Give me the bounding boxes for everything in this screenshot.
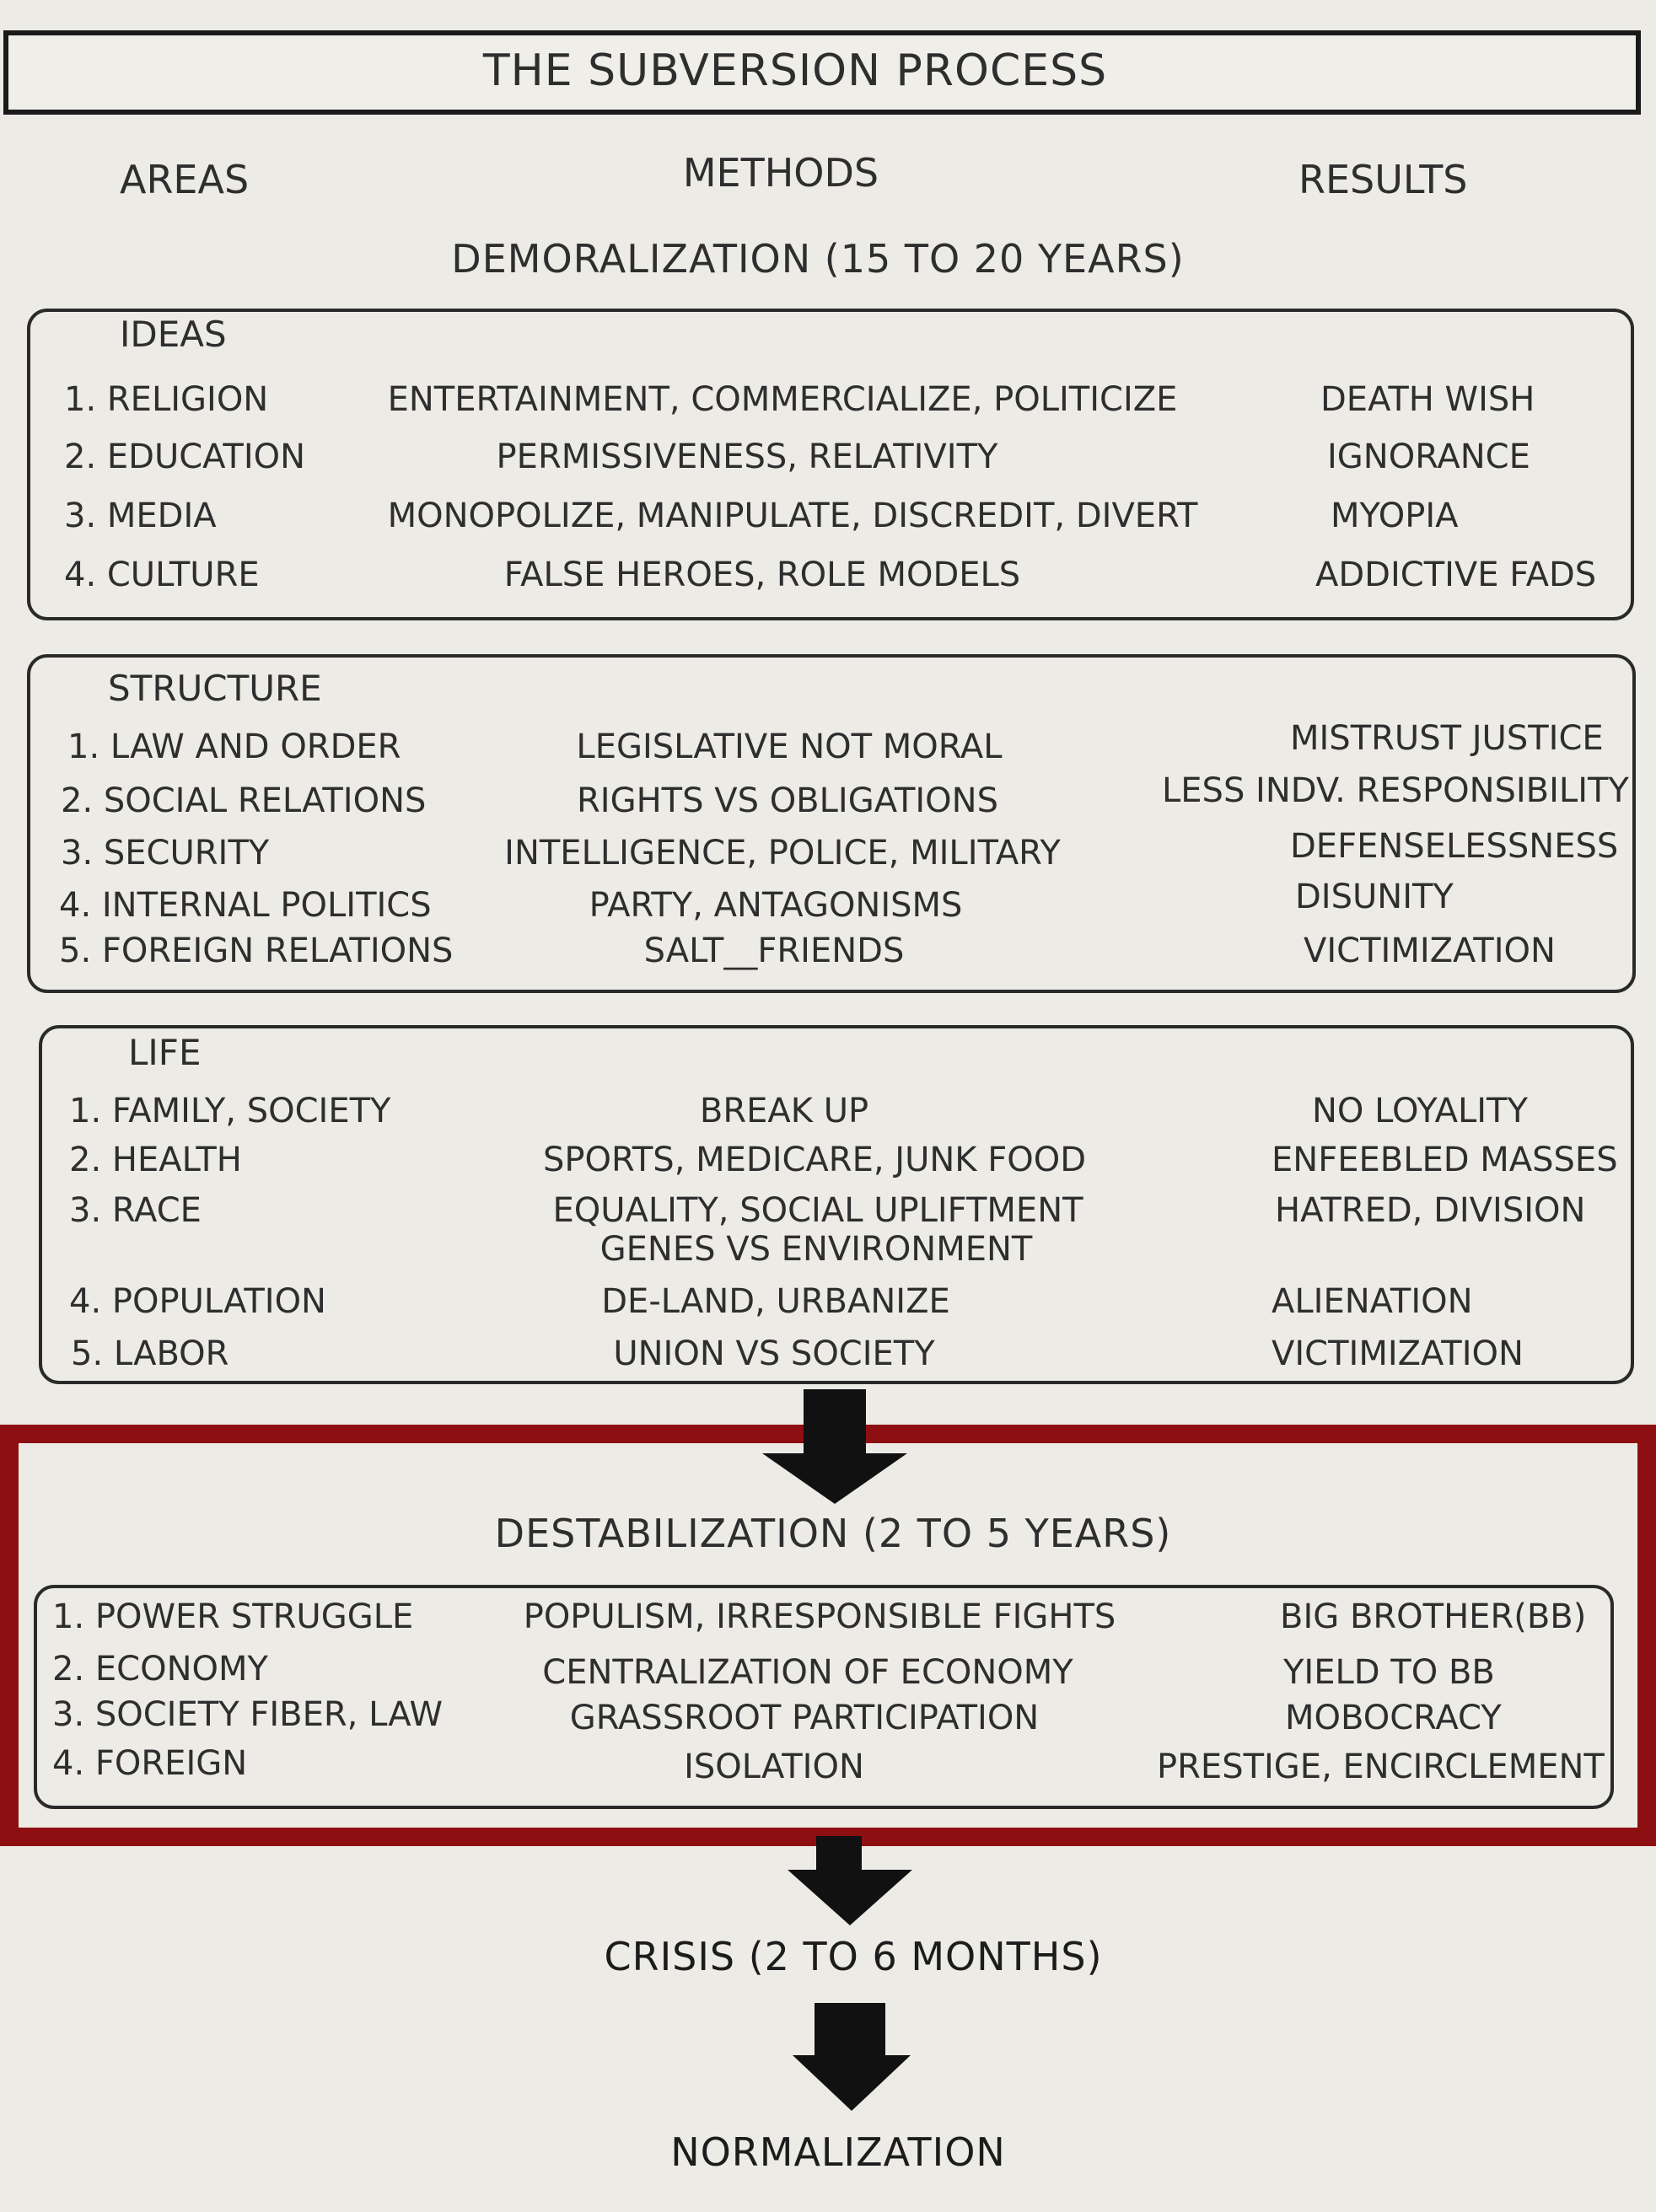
life-heading: LIFE [128,1032,202,1073]
life-result-3: HATRED, DIVISION [1275,1191,1586,1230]
structure-method-3: INTELLIGENCE, POLICE, MILITARY [504,834,1061,872]
arrow-down-icon [762,1389,907,1504]
structure-heading: STRUCTURE [108,668,322,709]
ideas-method-1: ENTERTAINMENT, COMMERCIALIZE, POLITICIZE [387,380,1178,419]
structure-result-5: VICTIMIZATION [1304,932,1556,970]
ideas-area-4: 4. CULTURE [64,556,260,594]
arrow-down-icon [793,2003,911,2111]
destab-method-4: ISOLATION [684,1748,864,1786]
structure-box [27,654,1636,993]
structure-result-2: LESS INDV. RESPONSIBILITY [1162,771,1629,810]
structure-area-2: 2. SOCIAL RELATIONS [61,781,427,820]
destab-result-2: YIELD TO BB [1283,1653,1495,1692]
life-area-1: 1. FAMILY, SOCIETY [69,1092,391,1130]
life-result-4: ALIENATION [1272,1282,1473,1321]
life-method-3-line-2: GENES VS ENVIRONMENT [599,1230,1033,1269]
structure-result-1: MISTRUST JUSTICE [1290,719,1604,758]
life-result-2: ENFEEBLED MASSES [1272,1141,1618,1179]
structure-method-5: SALT__FRIENDS [643,932,905,970]
ideas-area-3: 3. MEDIA [64,497,217,535]
ideas-box [27,309,1634,620]
ideas-method-3: MONOPOLIZE, MANIPULATE, DISCREDIT, DIVER… [387,497,1198,535]
arrow-down-icon [788,1836,912,1925]
ideas-result-2: IGNORANCE [1327,438,1530,476]
life-area-3: 3. RACE [69,1191,202,1230]
structure-area-3: 3. SECURITY [61,834,270,872]
structure-area-1: 1. LAW AND ORDER [67,727,401,766]
title-box [3,30,1641,115]
destab-method-2: CENTRALIZATION OF ECONOMY [542,1653,1073,1692]
destab-result-4: PRESTIGE, ENCIRCLEMENT [1157,1748,1605,1786]
life-result-5: VICTIMIZATION [1272,1334,1524,1373]
normalization-heading: NORMALIZATION [670,2129,1006,2175]
ideas-method-2: PERMISSIVENESS, RELATIVITY [496,438,998,476]
structure-method-1: LEGISLATIVE NOT MORAL [576,727,1003,766]
life-method-2: SPORTS, MEDICARE, JUNK FOOD [542,1141,1087,1179]
ideas-result-4: ADDICTIVE FADS [1315,556,1597,594]
life-area-5: 5. LABOR [71,1334,229,1373]
life-area-2: 2. HEALTH [69,1141,242,1179]
structure-method-4: PARTY, ANTAGONISMS [589,886,963,925]
destab-method-3: GRASSROOT PARTICIPATION [569,1699,1040,1737]
destab-method-1: POPULISM, IRRESPONSIBLE FIGHTS [523,1597,1116,1636]
destabilization-box [34,1585,1614,1809]
destab-result-1: BIG BROTHER(BB) [1280,1597,1587,1636]
structure-area-5: 5. FOREIGN RELATIONS [59,932,454,970]
life-area-4: 4. POPULATION [69,1282,326,1321]
demoralization-heading: DEMORALIZATION (15 TO 20 YEARS) [451,236,1185,282]
structure-result-3: DEFENSELESSNESS [1290,827,1619,866]
destab-area-2: 2. ECONOMY [52,1650,268,1689]
life-method-1: BREAK UP [699,1092,869,1130]
ideas-area-1: 1. RELIGION [64,380,269,419]
destabilization-heading: DESTABILIZATION (2 TO 5 YEARS) [494,1511,1172,1556]
diagram-title: THE SUBVERSION PROCESS [482,46,1108,96]
destab-area-1: 1. POWER STRUGGLE [52,1597,414,1636]
destab-area-4: 4. FOREIGN [52,1744,248,1783]
column-header-results: RESULTS [1298,157,1468,202]
structure-area-4: 4. INTERNAL POLITICS [59,886,432,925]
ideas-method-4: FALSE HEROES, ROLE MODELS [503,556,1021,594]
destab-result-3: MOBOCRACY [1285,1699,1502,1737]
life-result-1: NO LOYALITY [1312,1092,1528,1130]
column-header-areas: AREAS [120,157,250,202]
crisis-heading: CRISIS (2 TO 6 MONTHS) [604,1934,1103,1979]
ideas-heading: IDEAS [120,314,227,355]
ideas-result-1: DEATH WISH [1320,380,1535,419]
life-method-5: UNION VS SOCIETY [613,1334,935,1373]
destab-area-3: 3. SOCIETY FIBER, LAW [52,1695,444,1734]
structure-result-4: DISUNITY [1295,878,1454,916]
column-header-methods: METHODS [682,150,879,196]
life-box [39,1025,1634,1384]
ideas-area-2: 2. EDUCATION [64,438,306,476]
ideas-result-3: MYOPIA [1331,497,1459,535]
life-method-4: DE-LAND, URBANIZE [601,1282,950,1321]
structure-method-2: RIGHTS VS OBLIGATIONS [577,781,998,820]
life-method-3: EQUALITY, SOCIAL UPLIFTMENT [552,1191,1083,1230]
